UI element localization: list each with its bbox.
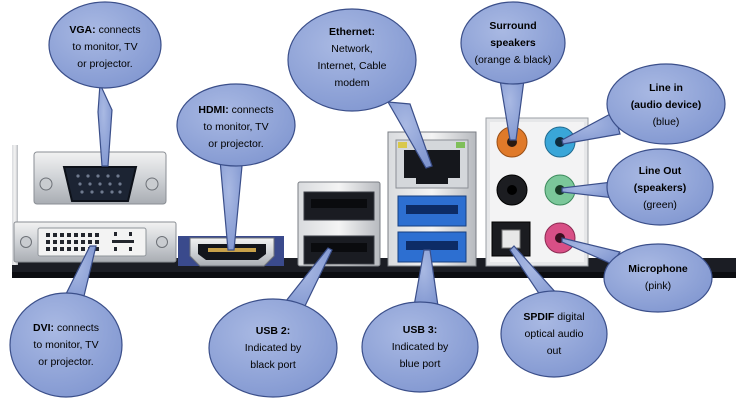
ethernet-usb3-stack [387, 131, 477, 267]
callout-vga: VGA: connects to monitor, TV or projecto… [57, 22, 153, 72]
callout-vga-line-2: to monitor, TV [72, 40, 138, 53]
callout-vga-title: VGA: [69, 23, 96, 36]
callout-microphone-title: Microphone [628, 263, 688, 275]
callout-line-in: Line in (audio device) (blue) [614, 80, 718, 130]
callout-surround-line-1: speakers [490, 36, 536, 49]
callout-dvi-line-1: connects [56, 321, 99, 334]
callout-usb2-title: USB 2: [255, 324, 291, 337]
callout-line-out-bubble [561, 148, 714, 226]
callout-vga-line-1: connects [98, 23, 141, 36]
callout-ethernet-title: Ethernet: [328, 26, 376, 38]
callout-dvi-bubble [9, 245, 123, 398]
motherboard-shadow [12, 272, 736, 278]
callout-line-in-bubble [561, 63, 726, 145]
callout-ethernet: Ethernet: Network, Internet, Cable modem [298, 24, 406, 92]
callout-line-out-line-1: (speakers) [633, 181, 687, 194]
callout-usb2-bubble [208, 247, 338, 398]
usb2-port-stack [297, 181, 381, 267]
callout-spdif-line-2: optical audio [524, 327, 584, 340]
callout-spdif-bubble [500, 245, 608, 378]
callout-surround: Surround speakers (orange & black) [465, 18, 561, 68]
callout-ethernet-bubble [287, 8, 433, 169]
callout-dvi-title: DVI: [33, 321, 55, 334]
callout-ethernet-line-2: Internet, Cable [317, 60, 387, 72]
callout-ethernet-line-1: Network, [331, 43, 373, 55]
callout-hdmi-line-1: connects [231, 103, 274, 116]
callout-usb2-line-1: Indicated by [244, 341, 302, 354]
callout-line-in-line-2: (blue) [652, 115, 680, 128]
callout-dvi-line-2: to monitor, TV [33, 338, 99, 351]
callout-hdmi-line-2: to monitor, TV [203, 120, 269, 133]
io-bracket-left [12, 145, 18, 265]
callout-hdmi: HDMI: connects to monitor, TV or project… [182, 102, 290, 152]
callout-spdif-line-3: out [546, 344, 562, 357]
callout-usb2-line-2: black port [250, 358, 296, 371]
callout-usb3: USB 3: Indicated by blue port [370, 322, 470, 372]
callout-line-out-line-2: (green) [643, 198, 677, 211]
callout-spdif-line-1: digital [557, 310, 585, 323]
callout-line-out: Line Out (speakers) (green) [612, 163, 708, 213]
callout-surround-line-2: (orange & black) [474, 53, 552, 66]
callout-usb3-title: USB 3: [402, 323, 438, 336]
callout-hdmi-title: HDMI: [198, 103, 229, 116]
callout-microphone: Microphone (pink) [608, 261, 708, 295]
callout-line-in-line-1: (audio device) [630, 98, 702, 111]
callout-line-in-title: Line in [649, 81, 683, 94]
callout-ethernet-line-3: modem [334, 77, 370, 89]
callout-vga-line-3: or projector. [77, 57, 133, 70]
callout-spdif: SPDIF digital optical audio out [506, 309, 602, 359]
callout-usb3-line-2: blue port [399, 357, 441, 370]
callout-spdif-title: SPDIF [523, 310, 555, 323]
callout-hdmi-line-3: or projector. [208, 137, 264, 150]
callout-dvi-line-3: or projector. [38, 355, 94, 368]
callout-usb3-bubble [361, 249, 479, 393]
callout-microphone-line-1: (pink) [644, 280, 672, 292]
callout-usb2: USB 2: Indicated by black port [223, 323, 323, 373]
callout-hdmi-bubble [176, 83, 296, 251]
callout-surround-title: Surround [489, 19, 537, 32]
callout-microphone-bubble [561, 237, 713, 313]
callout-vga-bubble [48, 1, 162, 167]
callout-dvi: DVI: connects to monitor, TV or projecto… [18, 320, 114, 370]
dvi-port [13, 221, 177, 263]
callout-surround-bubble [460, 1, 566, 141]
vga-port [33, 151, 167, 205]
callout-usb3-line-1: Indicated by [391, 340, 449, 353]
callout-line-out-title: Line Out [638, 164, 682, 177]
